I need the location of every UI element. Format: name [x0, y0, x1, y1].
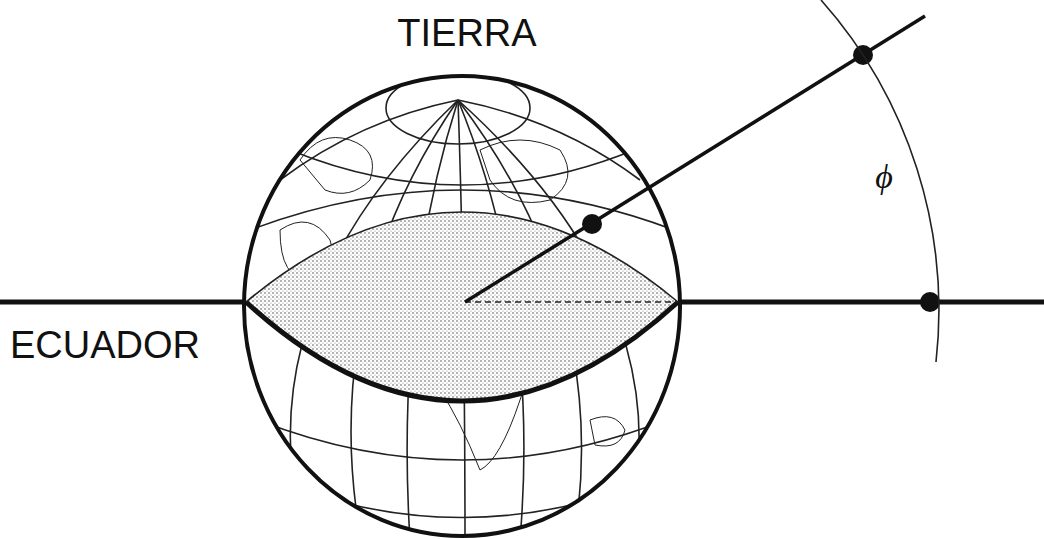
- globe-outline: [244, 76, 680, 536]
- equator-label: ECUADOR: [10, 326, 200, 364]
- equator-line: [678, 300, 1044, 305]
- surface-point: [582, 214, 602, 234]
- latitude-ray: [465, 16, 925, 302]
- radius-dashed: [465, 301, 678, 302]
- arc-point: [920, 292, 940, 312]
- equator-back: [246, 212, 678, 302]
- equator-line: [0, 300, 246, 305]
- angle-label: ϕ: [875, 160, 893, 194]
- equatorial-plane: [246, 212, 678, 401]
- angle-arc: [821, 0, 939, 362]
- title-label: TIERRA: [397, 14, 536, 52]
- globe-fill: [244, 76, 680, 536]
- equator-front: [246, 302, 678, 401]
